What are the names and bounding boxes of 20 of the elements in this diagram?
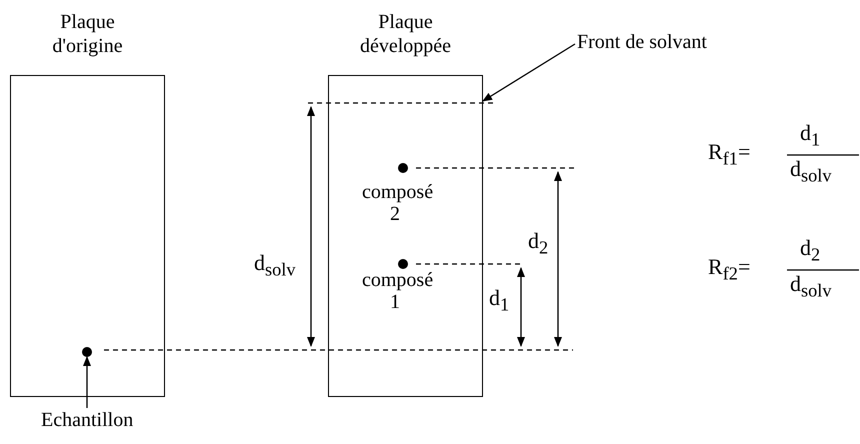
- leader-arrow: [482, 43, 576, 102]
- numerator: d$_{1}$: [800, 120, 820, 152]
- plate-title: Plaque développée: [358, 10, 452, 58]
- dimension-label: d$_{2}$: [528, 228, 548, 260]
- formula-term: R$_{f1}$=: [708, 139, 750, 170]
- numerator: d$_{2}$: [800, 235, 820, 266]
- spot: [82, 347, 92, 357]
- denominator: d$_{solv}$: [790, 271, 832, 302]
- compound-label: composé 1: [361, 269, 434, 313]
- spot: [398, 163, 408, 173]
- dimension-label: d$_{1}$: [489, 285, 510, 316]
- spot: [398, 259, 408, 269]
- text-label: Front de solvant: [577, 30, 707, 54]
- denominator: d$_{solv}$: [790, 156, 832, 188]
- text-label: Echantillon: [41, 408, 134, 432]
- plate-title: Plaque d'origine: [51, 10, 124, 58]
- compound-label: composé 2: [361, 181, 434, 225]
- leader-arrow: [83, 356, 91, 408]
- dimension-label: d$_{solv}$: [254, 250, 296, 282]
- formula-term: R$_{f2}$=: [708, 254, 750, 286]
